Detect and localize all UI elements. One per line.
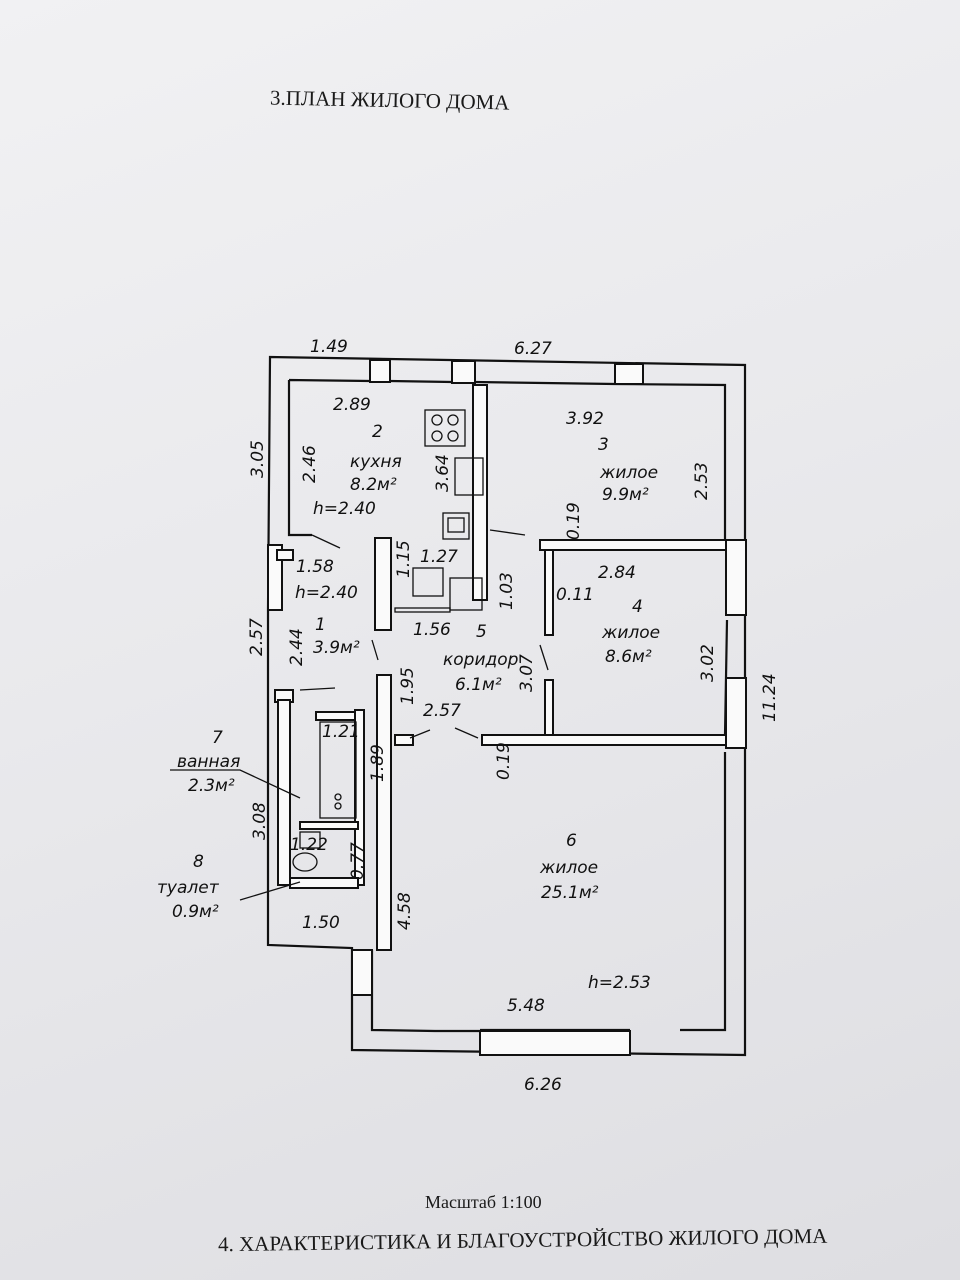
cabinet <box>454 457 484 496</box>
room-2-name: кухня <box>350 452 402 472</box>
window <box>725 677 747 749</box>
room-5-number: 5 <box>476 622 487 642</box>
dim-label: 1.50 <box>302 913 340 933</box>
dim-label: 2.44 <box>287 628 307 666</box>
partition-wall <box>277 699 291 886</box>
dim-label: 1.15 <box>394 540 414 578</box>
room-1-number: 1 <box>315 615 326 635</box>
partition-wall <box>481 734 727 746</box>
dim-label: 2.89 <box>333 395 371 415</box>
dim-label: 0.77 <box>348 842 368 880</box>
room-4-number: 4 <box>632 597 643 617</box>
room-7-area: 2.3м² <box>188 776 235 796</box>
dim-label: 2.57 <box>423 701 461 721</box>
window <box>351 949 373 996</box>
hall-height: h=2.40 <box>295 583 358 603</box>
room-1-area: 3.9м² <box>313 638 360 658</box>
room-8-name: туалет <box>157 878 220 898</box>
dim-label: 3.02 <box>698 644 718 682</box>
window <box>614 363 644 385</box>
dim-label: 1.21 <box>322 722 360 742</box>
room-4-name: жилое <box>601 623 660 643</box>
living-height: h=2.53 <box>588 973 651 993</box>
kitchen-height: h=2.40 <box>313 499 376 519</box>
furnace-icon <box>394 567 483 613</box>
partition-wall <box>299 821 359 830</box>
room-5-area: 6.1м² <box>455 675 502 695</box>
dim-label: 0.19 <box>564 502 584 540</box>
dim-label: 11.24 <box>760 673 780 722</box>
room-8-number: 8 <box>193 852 204 872</box>
dim-label: 0.19 <box>494 742 514 780</box>
dim-label: 2.53 <box>692 462 712 500</box>
dim-label: 1.56 <box>413 620 451 640</box>
bathtub-icon <box>319 721 357 819</box>
room-3-name: жилое <box>599 463 658 483</box>
dim-label: 2.57 <box>247 618 267 656</box>
dim-label: 4.58 <box>395 892 415 930</box>
partition-wall <box>539 539 727 551</box>
dim-label: 1.89 <box>368 744 388 782</box>
dim-label: 1.49 <box>310 337 348 357</box>
room-3-number: 3 <box>598 435 609 455</box>
dim-label: 1.95 <box>398 667 418 705</box>
dim-label: 1.03 <box>497 572 517 610</box>
scale-label: Масштаб 1:100 <box>425 1192 542 1212</box>
room-7-name: ванная <box>177 752 240 772</box>
partition-wall <box>289 877 359 889</box>
stove-icon <box>424 409 466 447</box>
room-2-number: 2 <box>372 422 383 442</box>
dim-label: 1.58 <box>296 557 334 577</box>
window <box>479 1030 631 1056</box>
partition-wall <box>472 384 488 601</box>
partition-wall <box>376 674 392 951</box>
window <box>267 544 283 611</box>
room-3-area: 9.9м² <box>602 485 649 505</box>
outer-wall <box>266 355 747 1057</box>
dim-label: 6.26 <box>524 1075 562 1095</box>
dim-label: 3.07 <box>517 654 537 692</box>
dim-label: 3.92 <box>566 409 604 429</box>
room-6-area: 25.1м² <box>541 883 599 903</box>
door-swing <box>299 529 549 739</box>
dim-label: 5.48 <box>507 996 545 1016</box>
room-4-area: 8.6м² <box>605 647 652 667</box>
room-5-name: коридор <box>443 650 519 670</box>
window <box>725 539 747 616</box>
toilet-icon <box>292 831 321 872</box>
partition-wall <box>544 549 554 636</box>
partition-wall <box>394 734 414 746</box>
room-6-number: 6 <box>566 831 577 851</box>
partition-wall <box>374 537 392 631</box>
dim-label: 3.08 <box>250 802 270 840</box>
window <box>451 360 476 384</box>
dim-label: 0.11 <box>556 585 594 605</box>
partition-wall <box>315 711 359 721</box>
dim-label: 1.22 <box>290 835 328 855</box>
partition-wall <box>354 709 365 886</box>
room-7-number: 7 <box>212 728 223 748</box>
dim-label: 2.46 <box>300 445 320 483</box>
dim-label: 1.27 <box>420 547 458 567</box>
dim-label: 3.64 <box>433 454 453 492</box>
room-2-area: 8.2м² <box>350 475 397 495</box>
room-6-name: жилое <box>539 858 598 878</box>
leader-line <box>170 769 301 901</box>
partition-wall <box>544 679 554 736</box>
sink-icon <box>442 512 470 540</box>
window <box>369 359 391 383</box>
dim-label: 6.27 <box>514 339 552 359</box>
room-8-area: 0.9м² <box>172 902 219 922</box>
dim-label: 2.84 <box>598 563 636 583</box>
partition-wall <box>276 549 294 561</box>
dim-label: 3.05 <box>248 440 268 478</box>
